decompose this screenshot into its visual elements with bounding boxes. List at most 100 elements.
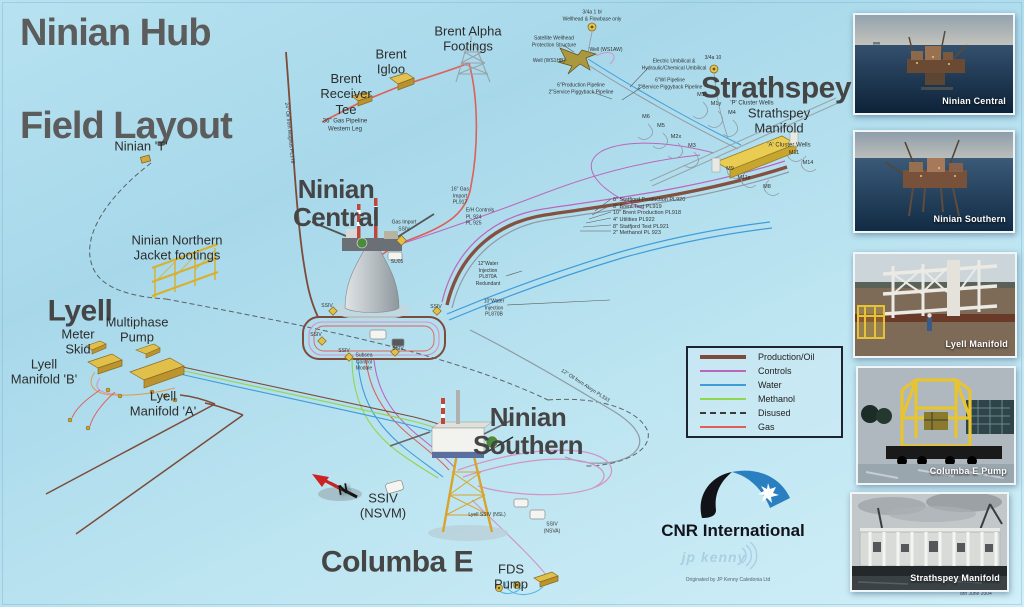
worker-figure <box>927 313 932 331</box>
label-water-870a: 12"Water Injection PL870A Redundant <box>475 261 501 287</box>
photo-caption: Columba E Pump <box>929 466 1007 476</box>
label-pl922: 4" Utilities PL922 <box>613 216 655 223</box>
lyell-structures-icons <box>67 340 185 431</box>
ssiv-valve-icons <box>317 235 442 362</box>
label-wi-pipeline: 6"WI Pipeline 2"Service Piggyback Pipeli… <box>637 77 703 91</box>
well-m9: M9 <box>726 166 734 172</box>
label-ninian-central: Ninian Central <box>292 173 380 232</box>
legend-line-disused <box>700 412 746 414</box>
well-m11: M11 <box>788 150 800 156</box>
well-m14: M14 <box>802 160 814 166</box>
well-m3: M3 <box>688 143 696 149</box>
ninian-northern-footings-icon <box>151 243 219 298</box>
poster-title: Ninian Hub Field Layout <box>20 0 280 196</box>
label-pl921: 8" Statfjord Test PL921 <box>613 223 669 230</box>
photo-ninian-central: Ninian Central <box>853 13 1015 115</box>
photo-lyell-manifold: Lyell Manifold <box>853 252 1017 358</box>
label-strathspey-manifold: Strathspey Manifold <box>747 105 811 136</box>
legend-row-disused: Disused <box>688 408 841 418</box>
platform-silhouette <box>884 139 967 217</box>
label-brent-receiver-tee: Brent Receiver Tee <box>320 71 372 117</box>
legend-label-gas: Gas <box>758 422 775 432</box>
legend: Production/Oil Controls Water Methanol D… <box>686 346 843 438</box>
label-pl918: 10" Brent Production PL918 <box>613 210 681 216</box>
label-multiphase-pump: Multiphase Pump <box>105 314 169 345</box>
label-production-pipeline: 6"Production Pipeline 2"Service Piggybac… <box>548 82 614 96</box>
photo-caption: Lyell Manifold <box>945 339 1008 349</box>
well-m1: M1 <box>697 92 705 98</box>
label-ninian-northern: Ninian Northern Jacket footings <box>131 232 223 263</box>
photo-ninian-southern-image <box>855 132 1013 231</box>
label-lyell-manifold-b: Lyell Manifold 'B' <box>10 356 78 387</box>
label-ssiv-1: SSIV <box>321 302 333 309</box>
well-m5: M5 <box>657 123 665 129</box>
well-m4: M4 <box>728 110 736 116</box>
poster-title-line2: Field Layout <box>20 105 233 148</box>
ninian-southern-loop <box>457 449 613 496</box>
photo-caption: Ninian Southern <box>933 214 1006 224</box>
satellite-wellhead-icon <box>556 22 719 75</box>
photo-lyell-manifold-image <box>855 254 1015 356</box>
disused-pipelines <box>89 162 649 467</box>
central-to-southern-bundle <box>351 357 456 479</box>
lyell-manifold-lines <box>45 371 244 535</box>
label-well-ws1aw: Well (WS1AW) <box>589 46 623 53</box>
well-m6: M6 <box>642 114 650 120</box>
marker-boxes <box>369 251 546 520</box>
legend-label-disused: Disused <box>758 408 791 418</box>
strathspey-manifold-icon <box>711 131 799 179</box>
label-ssiv-5: SSIV <box>392 345 404 352</box>
label-pl919: 8" Brent Test PL919 <box>613 203 662 210</box>
ninian-t-icon <box>139 154 152 164</box>
yellow-basket <box>857 305 885 339</box>
label-gas-western-leg: 36" Gas Pipeline Western Leg <box>322 118 368 133</box>
photo-caption: Strathspey Manifold <box>910 573 1000 583</box>
label-eh-controls: E/H Controls PL 924 PL 925 <box>465 207 495 227</box>
label-brent-alpha: Brent Alpha Footings <box>434 23 502 54</box>
label-ssiv-nsvm: SSIV (NSVM) <box>359 490 407 521</box>
label-strathspey: Strathspey <box>700 71 852 105</box>
label-a-cluster: 'A' Cluster Wells <box>767 142 811 149</box>
photo-ninian-central-image <box>855 15 1013 113</box>
label-gas-import-ssiv: Gas Import SSIV <box>391 219 417 233</box>
ninian-southern-platform-icon <box>389 390 513 541</box>
label-ninian-southern: Ninian Southern <box>472 401 584 460</box>
label-pl923: 2" Methanol PL 923 <box>613 230 661 236</box>
poster-date: 8th June 2004 <box>960 591 992 597</box>
label-columba-e: Columba E <box>320 545 474 579</box>
compass-north-arrow <box>312 474 362 501</box>
legend-line-controls <box>700 370 746 372</box>
strathspey-umbilicals <box>584 31 839 210</box>
label-subsea-control-module: Subsea Control Module <box>355 352 373 372</box>
well-m1y: M1y <box>710 101 722 107</box>
well-m11z: M11z <box>737 175 751 181</box>
fds-pump-icon <box>495 571 559 592</box>
label-lyell-ssiv: Lyell SSIV (NSL) <box>468 511 506 518</box>
poster-title-line1: Ninian Hub <box>20 12 212 55</box>
strathspey-bundle <box>441 160 790 309</box>
legend-row-production: Production/Oil <box>688 352 841 362</box>
legend-row-methanol: Methanol <box>688 394 841 404</box>
brent-receiver-tee-icon <box>351 91 373 107</box>
legend-label-methanol: Methanol <box>758 394 796 404</box>
legend-row-water: Water <box>688 380 841 390</box>
label-ssiv-2: SSIV <box>430 303 442 310</box>
platform-silhouette <box>907 30 968 90</box>
label-fds-pump: FDS Pump <box>494 561 528 592</box>
cnr-logo <box>700 470 790 518</box>
label-su05: SU05 <box>390 258 404 265</box>
label-well-ws1hb: Well (WS1HB) <box>532 57 566 64</box>
jpkenny-wordmark: jp kenny <box>681 549 747 565</box>
label-gas-import-pl917: 16" Gas Import PL917 <box>451 186 469 206</box>
photo-columba-e-pump: Columba E Pump <box>856 366 1016 485</box>
photo-ninian-southern: Ninian Southern <box>853 130 1015 233</box>
well-m2x: M2x <box>670 134 682 140</box>
cnr-international-wordmark: CNR International <box>661 521 805 540</box>
label-lyell: Lyell <box>47 294 113 328</box>
label-wellhead-1: 3/4a 1 bl Wellhead & Flowbase only <box>562 9 622 23</box>
originated-by-note: Originated by JP Kenny Caledonia Ltd <box>685 577 771 583</box>
label-ssiv-3: SSIV <box>310 331 322 338</box>
photo-strathspey-manifold: Strathspey Manifold <box>850 492 1009 592</box>
photo-columba-e-pump-image <box>858 368 1014 483</box>
